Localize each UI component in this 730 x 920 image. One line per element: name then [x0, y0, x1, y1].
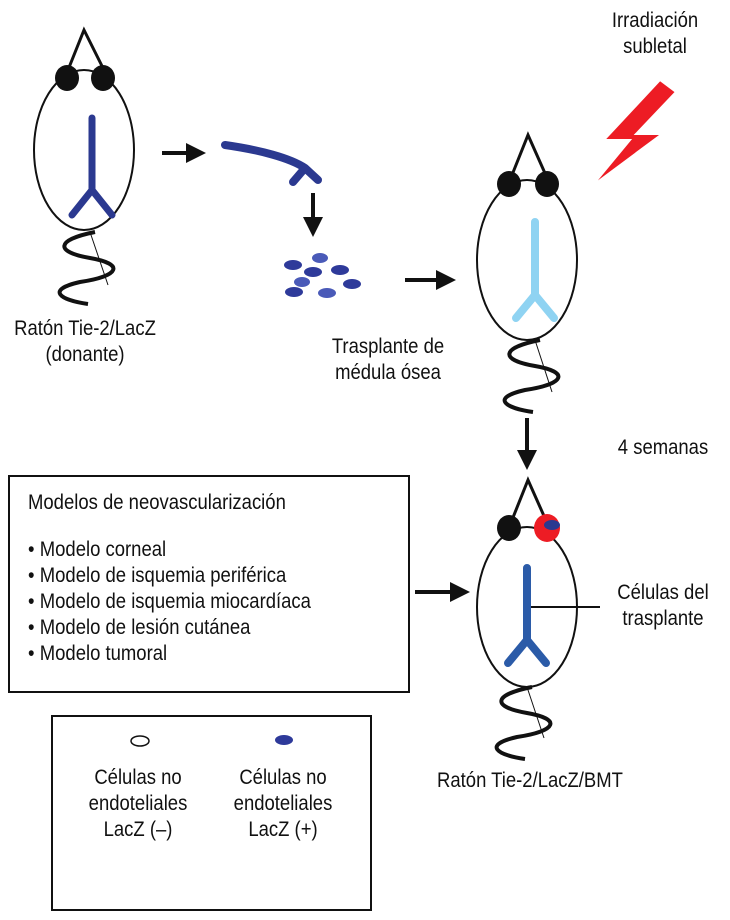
bone-shape [221, 141, 322, 186]
model-item: Modelo tumoral [28, 641, 311, 667]
recipient-vessel-light [512, 218, 558, 322]
model-item: Modelo corneal [28, 537, 311, 563]
recipient-mouse-irradiated [476, 131, 578, 414]
irradiation-label: Irradiación subletal [611, 9, 699, 58]
legend-negative-label: Células no endoteliales LacZ (–) [88, 766, 188, 841]
cell-cluster [284, 253, 361, 298]
recipient-mouse-bmt [476, 476, 578, 761]
transplant-cells-label: Células del trasplante [617, 581, 709, 630]
legend-box: Células no endoteliales LacZ (–) Células… [51, 715, 372, 911]
models-list: Modelo corneal Modelo de isquemia perifé… [28, 537, 311, 667]
donor-mouse [33, 26, 135, 306]
legend-positive-label: Células no endoteliales LacZ (+) [233, 766, 333, 841]
legend-negative-cell-icon [130, 735, 150, 747]
transplant-label: Trasplante de médula ósea [331, 335, 445, 384]
donor-vessel [68, 114, 116, 219]
model-item: Modelo de lesión cutánea [28, 615, 311, 641]
donor-label: Ratón Tie-2/LacZ (donante) [14, 317, 156, 366]
model-item: Modelo de isquemia periférica [28, 563, 311, 589]
models-title: Modelos de neovascularización [28, 491, 286, 514]
model-item: Modelo de isquemia miocardíaca [28, 589, 311, 615]
models-box: Modelos de neovascularización Modelo cor… [8, 475, 410, 693]
weeks-label: 4 semanas [617, 436, 709, 459]
recipient-vessel-blue [504, 564, 550, 667]
lightning-bolt-icon [591, 78, 678, 187]
legend-positive-cell-icon [275, 735, 293, 745]
recipient-label: Ratón Tie-2/LacZ/BMT [437, 769, 623, 792]
